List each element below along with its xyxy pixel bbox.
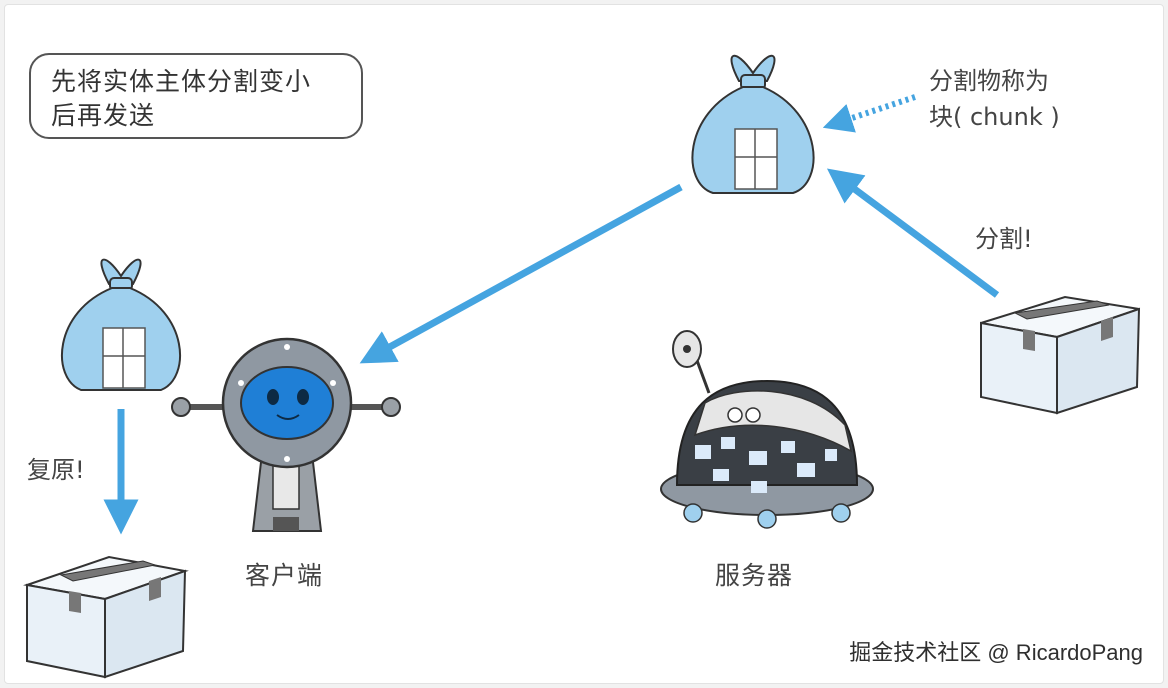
diagram-frame: 先将实体主体分割变小 后再发送 分割物称为 块( chunk ) 分割! 复原!… bbox=[4, 4, 1164, 684]
arrow-split bbox=[826, 168, 1000, 298]
note-line-1: 先将实体主体分割变小 bbox=[51, 67, 312, 96]
chunk-note-line-1: 分割物称为 bbox=[929, 67, 1049, 95]
box-icon-restored bbox=[23, 555, 189, 679]
chunk-note: 分割物称为 块( chunk ) bbox=[929, 63, 1060, 135]
chunk-note-line-2: 块( chunk ) bbox=[929, 103, 1060, 131]
bundle-icon-left bbox=[61, 258, 181, 391]
restore-label: 复原! bbox=[27, 456, 85, 484]
client-robot-icon bbox=[171, 337, 401, 532]
bundle-icon-top bbox=[691, 54, 815, 194]
server-label: 服务器 bbox=[715, 561, 794, 590]
note-box: 先将实体主体分割变小 后再发送 bbox=[29, 53, 363, 139]
watermark: 掘金技术社区 @ RicardoPang bbox=[849, 640, 1143, 665]
server-robot-icon bbox=[660, 330, 874, 529]
box-icon-original bbox=[980, 295, 1141, 415]
split-label: 分割! bbox=[975, 225, 1033, 253]
note-line-2: 后再发送 bbox=[51, 101, 156, 130]
diagram-canvas bbox=[23, 54, 1141, 679]
client-label: 客户端 bbox=[245, 561, 324, 590]
arrow-chunk-pointer bbox=[822, 94, 916, 133]
arrow-to-client bbox=[359, 183, 683, 364]
